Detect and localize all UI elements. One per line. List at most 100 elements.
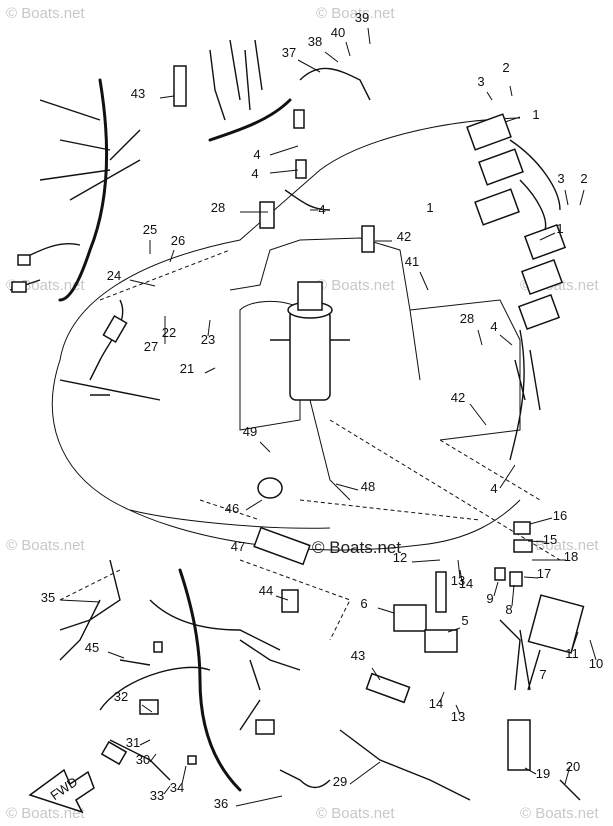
callout-5: 5 xyxy=(461,613,468,628)
callout-7: 7 xyxy=(539,667,546,682)
callout-19: 19 xyxy=(536,766,550,781)
watermark-center: © Boats.net xyxy=(312,538,401,557)
leader-line-9 xyxy=(493,581,499,597)
watermark-top-center: © Boats.net xyxy=(316,5,395,22)
callout-2: 2 xyxy=(502,60,509,75)
callout-18: 18 xyxy=(564,549,578,564)
callout-1: 1 xyxy=(426,200,433,215)
leader-line-11 xyxy=(571,631,579,651)
leader-line-31 xyxy=(139,739,151,746)
leader-line-30 xyxy=(149,753,157,763)
leader-line-1 xyxy=(504,116,521,123)
leader-line-2 xyxy=(509,85,513,97)
callout-4: 4 xyxy=(318,202,325,217)
callout-11: 11 xyxy=(565,646,579,661)
callout-25: 25 xyxy=(143,222,157,237)
leader-line-1 xyxy=(539,232,556,241)
leader-line-14 xyxy=(459,569,463,583)
callout-1: 1 xyxy=(532,107,539,122)
leader-line-35 xyxy=(59,599,101,603)
callout-44: 44 xyxy=(259,583,273,598)
callout-38: 38 xyxy=(308,34,322,49)
ignition-coils xyxy=(466,113,567,461)
watermark-bottom-center: © Boats.net xyxy=(316,805,395,822)
callout-26: 26 xyxy=(171,233,185,248)
leader-line-49 xyxy=(259,441,271,453)
leader-line-34 xyxy=(181,765,187,785)
callout-32: 32 xyxy=(114,689,128,704)
callout-2: 2 xyxy=(580,171,587,186)
callout-28: 28 xyxy=(460,311,474,326)
callout-3: 3 xyxy=(557,171,564,186)
leader-line-33 xyxy=(163,785,171,795)
leader-line-3 xyxy=(564,189,569,206)
leader-line-26 xyxy=(169,249,175,263)
callout-27: 27 xyxy=(144,339,158,354)
leader-line-17 xyxy=(523,576,539,579)
leader-line-42 xyxy=(469,403,487,426)
callout-31: 31 xyxy=(126,735,140,750)
leader-line-23 xyxy=(207,319,211,337)
leader-line-12 xyxy=(411,559,441,563)
leader-line-38 xyxy=(324,51,339,63)
callout-40: 40 xyxy=(331,25,345,40)
leader-line-39 xyxy=(367,27,371,45)
leader-line-43 xyxy=(371,667,381,681)
callout-20: 20 xyxy=(566,759,580,774)
callout-22: 22 xyxy=(162,325,176,340)
callout-49: 49 xyxy=(243,424,257,439)
callout-41: 41 xyxy=(405,254,419,269)
fwd-arrow: FWD xyxy=(28,768,95,814)
callout-13: 13 xyxy=(451,709,465,724)
lower-wire-harness xyxy=(59,477,331,792)
callout-42: 42 xyxy=(451,390,465,405)
leader-line-32 xyxy=(141,704,153,713)
leader-line-10 xyxy=(589,639,597,661)
leader-line-41 xyxy=(419,271,429,291)
callout-43: 43 xyxy=(351,648,365,663)
callout-23: 23 xyxy=(201,332,215,347)
leader-lines xyxy=(59,27,597,807)
callout-46: 46 xyxy=(225,501,239,516)
callout-9: 9 xyxy=(486,591,493,606)
callout-45: 45 xyxy=(85,640,99,655)
watermark-center-upper: © Boats.net xyxy=(316,277,395,294)
callout-24: 24 xyxy=(107,268,121,283)
callout-37: 37 xyxy=(282,45,296,60)
right-lower-components xyxy=(339,521,585,801)
leader-line-24 xyxy=(129,279,156,287)
leader-line-21 xyxy=(204,367,216,374)
leader-line-40 xyxy=(345,41,351,57)
leader-line-13 xyxy=(457,559,461,579)
leader-line-5 xyxy=(447,627,461,633)
watermark-bottom-left: © Boats.net xyxy=(6,805,85,822)
leader-line-16 xyxy=(529,517,553,525)
callout-30: 30 xyxy=(136,752,150,767)
leader-line-44 xyxy=(275,595,289,601)
leader-line-43 xyxy=(159,95,175,99)
callout-47: 47 xyxy=(231,539,245,554)
leader-line-20 xyxy=(564,765,571,785)
leader-line-2 xyxy=(579,189,585,206)
watermark-bottom-right: © Boats.net xyxy=(520,805,599,822)
callout-6: 6 xyxy=(360,596,367,611)
callout-28: 28 xyxy=(211,200,225,215)
callout-42: 42 xyxy=(397,229,411,244)
leader-line-37 xyxy=(297,59,321,73)
callout-21: 21 xyxy=(180,361,194,376)
leader-line-4 xyxy=(269,169,299,174)
leader-line-45 xyxy=(107,651,125,659)
callout-34: 34 xyxy=(170,780,184,795)
callout-12: 12 xyxy=(393,550,407,565)
leader-line-28 xyxy=(477,329,483,346)
leader-line-29 xyxy=(349,761,381,785)
callout-43: 43 xyxy=(131,86,145,101)
callout-14: 14 xyxy=(459,576,473,591)
callout-numbers: 1112233444445678910111213131414151617181… xyxy=(41,10,603,811)
callout-48: 48 xyxy=(361,479,375,494)
callout-1: 1 xyxy=(556,221,563,236)
callout-14: 14 xyxy=(429,696,443,711)
callout-4: 4 xyxy=(251,166,258,181)
